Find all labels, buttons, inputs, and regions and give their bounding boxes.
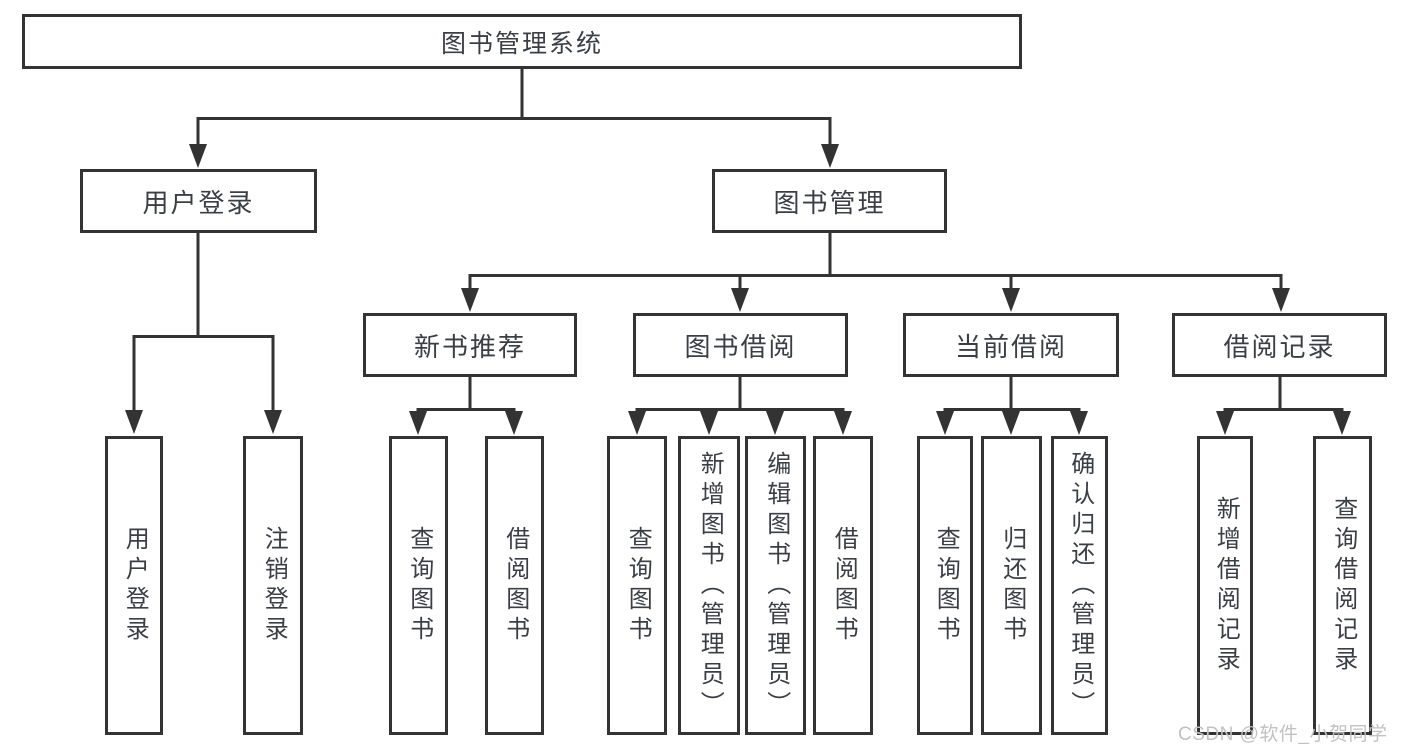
node-label: 编辑图书（管理员） xyxy=(762,450,790,721)
node-label: 新增图书（管理员） xyxy=(696,450,724,721)
node-borrow-records: 借阅记录 xyxy=(1172,313,1387,377)
node-label: 新增借阅记录 xyxy=(1212,495,1240,676)
arrowheads xyxy=(125,144,1351,435)
node-label: 图书管理系统 xyxy=(440,29,603,58)
node-label: 查询图书 xyxy=(624,525,652,646)
node-label: 归还图书 xyxy=(998,525,1026,646)
csdn-watermark: CSDN @软件_小贺同学 xyxy=(1178,724,1388,745)
node-query-books-recommend: 查询图书 xyxy=(389,436,448,735)
node-add-borrow-record: 新增借阅记录 xyxy=(1197,436,1253,735)
node-library-system: 图书管理系统 xyxy=(22,14,1022,69)
node-query-borrow-record: 查询借阅记录 xyxy=(1313,436,1372,735)
node-borrow-books: 借阅图书 xyxy=(813,436,873,735)
node-label: 注销登录 xyxy=(260,525,288,646)
node-label: 确认归还（管理员） xyxy=(1066,450,1094,721)
node-label: 图书管理 xyxy=(773,187,886,218)
node-label: 查询图书 xyxy=(405,525,433,646)
node-label: 用户登录 xyxy=(142,187,255,218)
node-new-book-recommend: 新书推荐 xyxy=(363,313,577,377)
node-query-books-current: 查询图书 xyxy=(917,436,973,735)
node-label: 用户登录 xyxy=(121,525,149,646)
node-book-management: 图书管理 xyxy=(712,169,947,233)
node-label: 新书推荐 xyxy=(413,331,526,362)
node-label: 查询图书 xyxy=(932,525,960,646)
node-login: 用户登录 xyxy=(105,436,163,735)
node-label: 借阅图书 xyxy=(830,525,858,646)
node-borrow-books-recommend: 借阅图书 xyxy=(485,436,544,735)
node-current-borrowing: 当前借阅 xyxy=(903,313,1119,377)
node-return-books: 归还图书 xyxy=(981,436,1042,735)
node-edit-book-admin: 编辑图书（管理员） xyxy=(745,436,806,735)
node-label: 图书借阅 xyxy=(684,331,797,362)
node-user-login-group: 用户登录 xyxy=(80,169,317,233)
node-label: 借阅记录 xyxy=(1223,331,1336,362)
node-label: 借阅图书 xyxy=(501,525,529,646)
node-label: 查询借阅记录 xyxy=(1329,495,1357,676)
node-query-books-borrowing: 查询图书 xyxy=(607,436,667,735)
node-confirm-return-admin: 确认归还（管理员） xyxy=(1051,436,1108,735)
node-book-borrowing: 图书借阅 xyxy=(633,313,848,377)
node-logout: 注销登录 xyxy=(243,436,303,735)
node-label: 当前借阅 xyxy=(954,331,1067,362)
node-add-book-admin: 新增图书（管理员） xyxy=(678,436,740,735)
